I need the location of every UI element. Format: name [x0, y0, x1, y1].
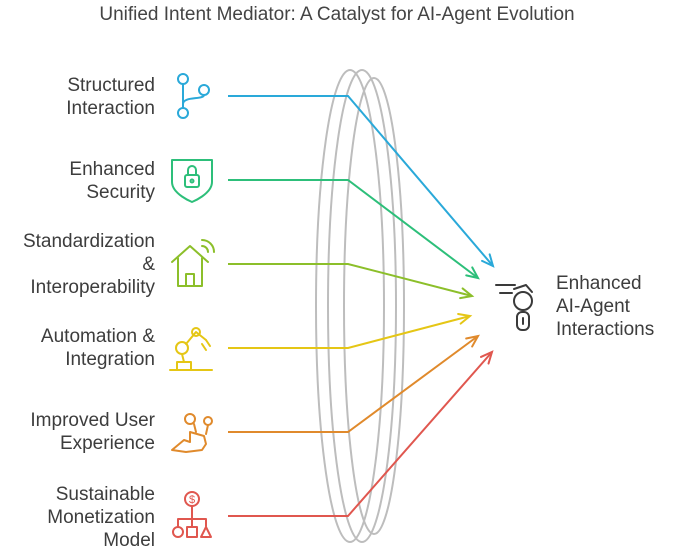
diagram-title: Unified Intent Mediator: A Catalyst for … — [99, 4, 575, 25]
input-label-3: Standardization & Interoperability — [22, 231, 155, 298]
connector-1 — [228, 95, 495, 268]
input-label-2: Enhanced Security — [69, 159, 155, 203]
input-icons: $ — [169, 73, 215, 538]
robot-arm-icon — [169, 327, 213, 371]
input-label-4: Automation & Integration — [40, 326, 155, 370]
lock-shield-icon — [171, 159, 213, 203]
input-label-6: Sustainable Monetization Model — [47, 484, 155, 551]
branch-icon — [177, 73, 210, 119]
connector-5 — [228, 334, 480, 433]
connector-6 — [228, 350, 494, 517]
connector-4 — [228, 312, 473, 349]
lens-shape — [315, 69, 405, 543]
connector-2 — [228, 179, 480, 280]
thumbs-up-flowers-icon — [171, 413, 213, 453]
connector-3 — [228, 263, 475, 300]
svg-text:$: $ — [189, 494, 195, 506]
output-robot-arm-icon — [495, 284, 533, 331]
smart-home-icon — [171, 239, 215, 287]
input-label-1: Structured Interaction — [66, 75, 155, 119]
input-label-5: Improved User Experience — [30, 410, 155, 454]
output-label: Enhanced AI-Agent Interactions — [556, 273, 655, 340]
connector-lines — [228, 95, 495, 517]
money-hierarchy-icon: $ — [172, 491, 212, 538]
